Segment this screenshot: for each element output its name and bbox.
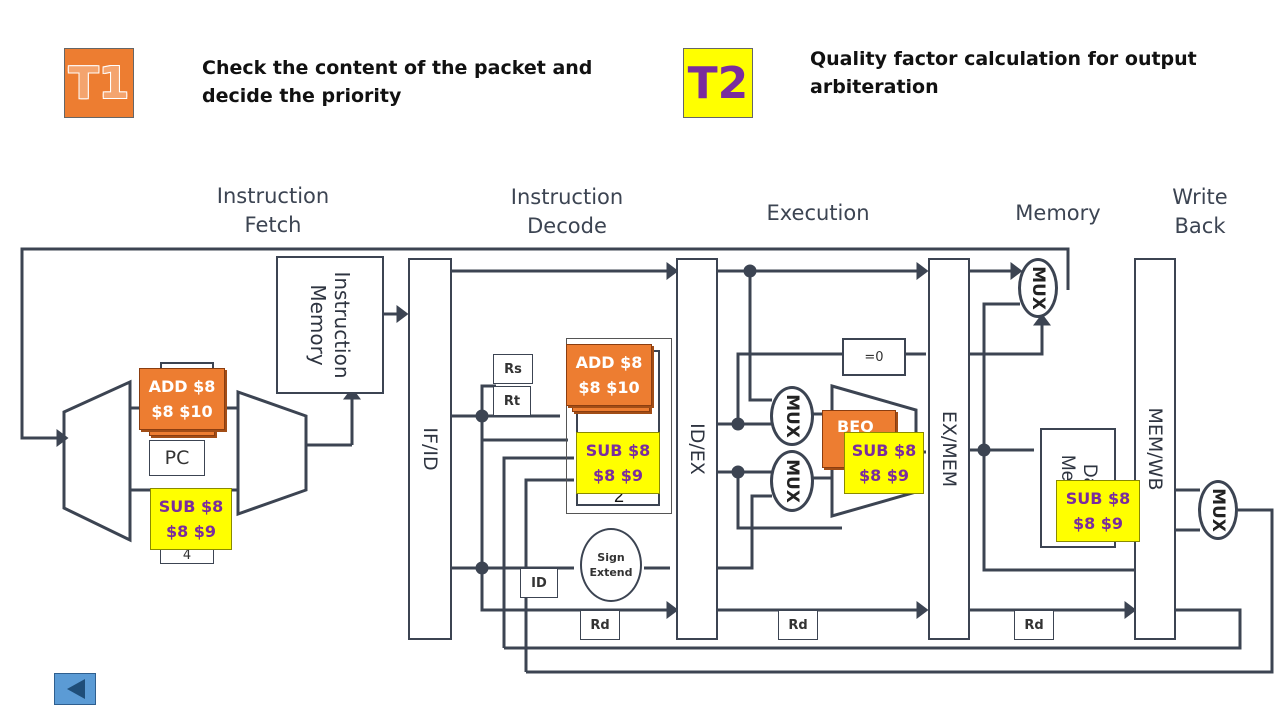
mux-label: MUX (782, 394, 802, 438)
rs-field: Rs (493, 354, 533, 384)
pc-label: PC (164, 447, 190, 469)
t1-description: Check the content of the packet and deci… (202, 57, 593, 107)
packet-add-decode: ADD $8 $8 $10 (566, 344, 652, 406)
back-button[interactable] (54, 673, 96, 705)
zero-detect-label: =0 (864, 349, 884, 365)
if-id-label: IF/ID (419, 427, 441, 471)
packet-sub-fetch: SUB $8 $8 $9 (150, 488, 232, 550)
mux-mem-top: MUX (1018, 258, 1058, 318)
t2-badge: T2 (683, 48, 753, 118)
sign-extend-label: Sign Extend (589, 551, 633, 579)
mux-label: MUX (1208, 488, 1228, 532)
ex-mem-label: EX/MEM (938, 410, 960, 488)
back-arrow-icon (67, 679, 85, 699)
packet-add-decode-text: ADD $8 $8 $10 (575, 353, 643, 397)
instruction-memory-label: Instruction Memory (306, 271, 354, 379)
rd-field-execute: Rd (778, 610, 818, 640)
packet-sub-memory: SUB $8 $8 $9 (1056, 480, 1140, 542)
mux-write-back: MUX (1198, 480, 1238, 540)
mux-label: MUX (1028, 266, 1048, 310)
rt-field: Rt (493, 386, 531, 416)
stage-instruction-decode: Instruction Decode (510, 185, 624, 238)
t1-badge-label: T1 (68, 57, 130, 109)
packet-sub-fetch-text: SUB $8 $8 $9 (158, 497, 224, 541)
mux-ex-a: MUX (770, 386, 814, 446)
register-file-outer (566, 338, 672, 514)
rd-field-memory: Rd (1014, 610, 1054, 640)
stage-write-back: Write Back (1172, 185, 1228, 238)
stage-execution: Execution (766, 201, 870, 225)
packet-sub-execute-text: SUB $8 $8 $9 (851, 441, 917, 485)
packet-sub-decode: SUB $8 $8 $9 (576, 432, 660, 494)
t2-description: Quality factor calculation for output ar… (810, 48, 1197, 98)
stage-memory: Memory (1015, 201, 1101, 225)
id-field: ID (520, 568, 558, 598)
rd-field-decode: Rd (580, 610, 620, 640)
packet-sub-execute: SUB $8 $8 $9 (844, 432, 924, 494)
mem-wb-register: MEM/WB (1134, 258, 1176, 640)
mem-wb-label: MEM/WB (1144, 407, 1166, 491)
stage-instruction-fetch: Instruction Fetch (216, 184, 330, 237)
t1-badge: T1 (64, 48, 134, 118)
if-id-register: IF/ID (408, 258, 452, 640)
sign-extend: Sign Extend (580, 528, 642, 602)
packet-sub-memory-text: SUB $8 $8 $9 (1065, 489, 1131, 533)
t2-badge-label: T2 (687, 57, 749, 109)
pc-partial-label: 4 (182, 548, 192, 563)
pc-register: PC (149, 440, 205, 476)
packet-add-fetch: ADD $8 $8 $10 (139, 368, 225, 430)
packet-sub-decode-text: SUB $8 $8 $9 (585, 441, 651, 485)
instruction-memory: Instruction Memory (276, 256, 384, 394)
id-ex-label: ID/EX (686, 423, 708, 475)
mux-label: MUX (782, 459, 802, 503)
ex-mem-register: EX/MEM (928, 258, 970, 640)
mux-ex-b: MUX (770, 450, 814, 512)
id-ex-register: ID/EX (676, 258, 718, 640)
packet-add-fetch-text: ADD $8 $8 $10 (148, 377, 216, 421)
zero-detect: =0 (842, 338, 906, 376)
register-file-port-2: 2 (614, 486, 625, 506)
